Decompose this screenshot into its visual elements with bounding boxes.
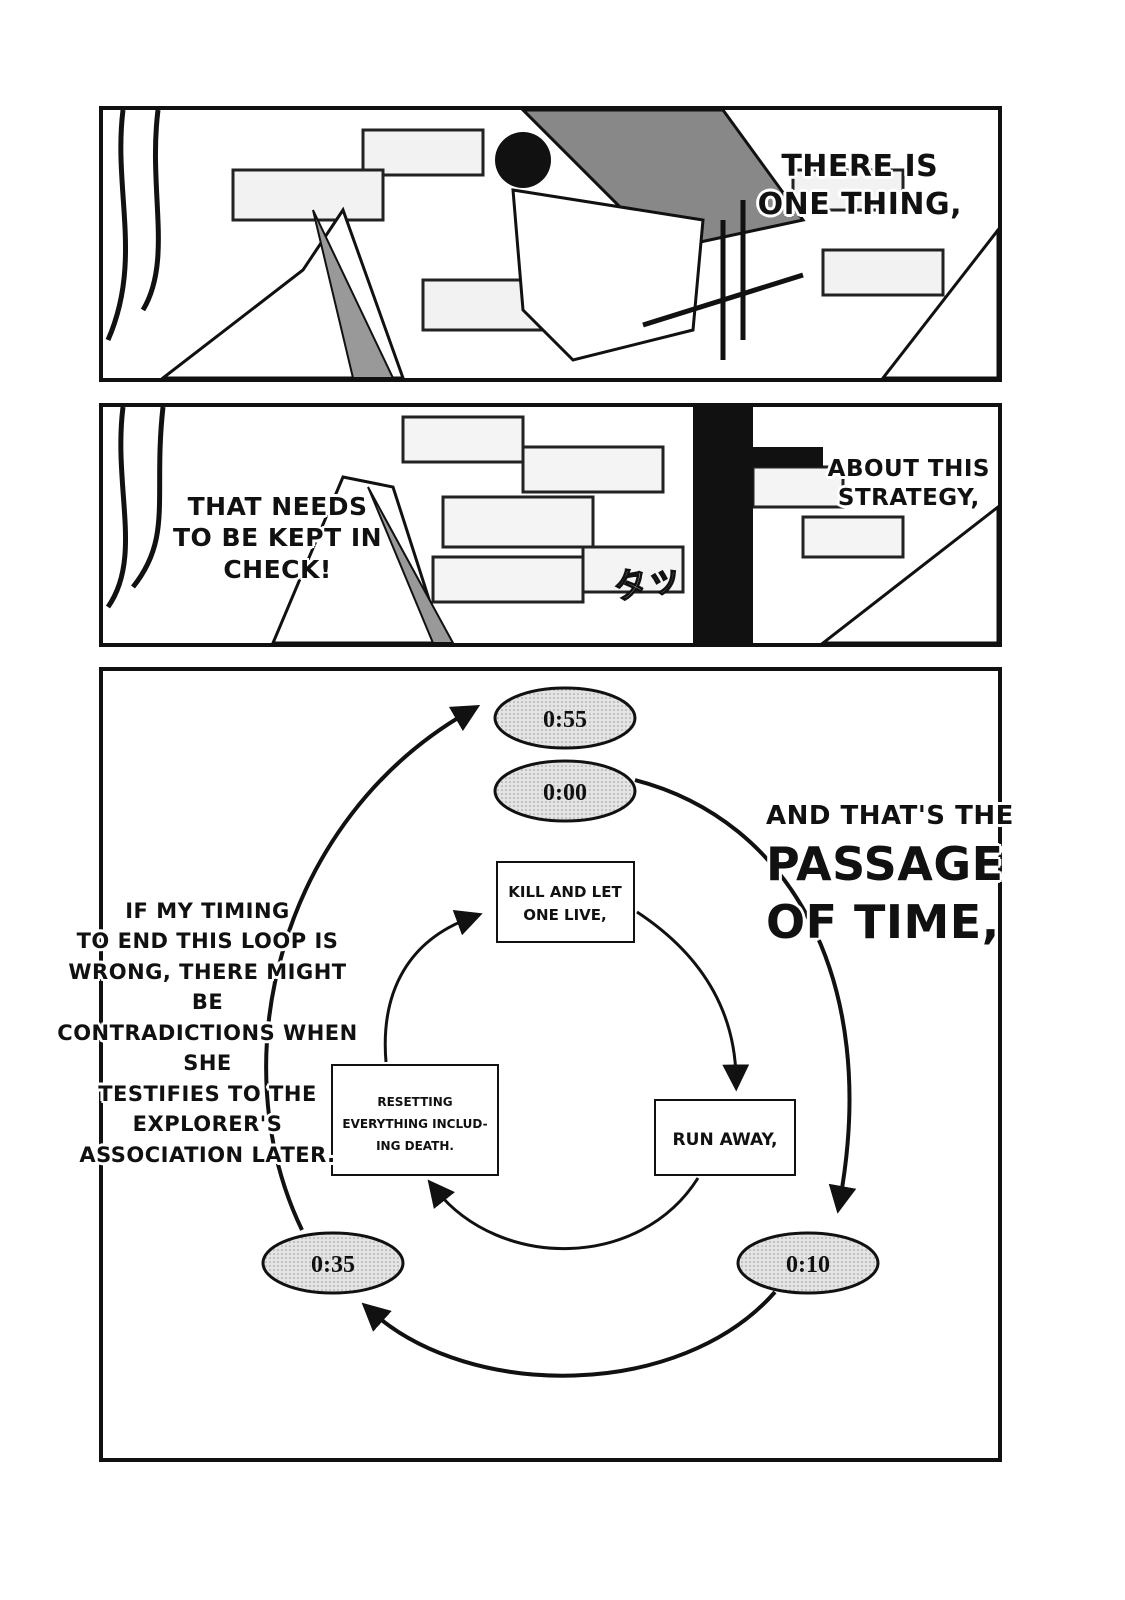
caption-kept-in-check: THAT NEEDS TO BE KEPT IN CHECK! [173, 491, 382, 585]
caption-line: ASSOCIATION LATER. [79, 1142, 336, 1167]
caption-line-large: OF TIME, [766, 894, 1000, 949]
caption-line: THERE IS [781, 149, 939, 184]
loop-diagram: 0:55 0:00 0:10 0:35 KILL AND LET ONE LIV… [261, 686, 880, 1378]
caption-timing-loop: IF MY TIMING TO END THIS LOOP IS WRONG, … [50, 896, 365, 1170]
ruined-wall-hero-illustration [105, 110, 998, 378]
step-box-kill [496, 861, 635, 943]
inner-arrow-run-to-reset [427, 1177, 700, 1251]
caption-line: WRONG, THERE MIGHT BE [68, 959, 347, 1015]
caption-line: CHECK! [223, 554, 332, 584]
caption-line: IF MY TIMING [125, 899, 290, 923]
caption-line: TESTIFIES TO THE EXPLORER'S [98, 1081, 317, 1137]
step-box-run [654, 1099, 796, 1176]
ruined-wall-illustration [105, 407, 998, 643]
step-kill-line: ONE LIVE, [523, 906, 606, 924]
caption-about-this-strategy: ABOUT THIS STRATEGY, [828, 455, 990, 513]
caption-line-large: PASSAGE [766, 836, 1004, 891]
panel-3-loop-diagram: 0:55 0:00 0:10 0:35 KILL AND LET ONE LIV… [99, 667, 1002, 1462]
caption-line: STRATEGY, [837, 484, 980, 511]
time-oval-035 [261, 1231, 405, 1295]
time-label-000: 0:00 [543, 780, 587, 806]
step-reset-line: RESETTING [377, 1095, 452, 1109]
caption-line: ONE THING, [757, 186, 962, 222]
outer-arrow-000-to-010 [634, 778, 857, 1214]
time-label-010: 0:10 [786, 1252, 830, 1278]
step-run: RUN AWAY, [673, 1130, 778, 1150]
inner-arrow-reset-to-kill [383, 909, 483, 1063]
caption-line: THAT NEEDS [187, 492, 368, 521]
time-label-035: 0:35 [311, 1252, 355, 1278]
outer-arrow-010-to-035 [361, 1290, 777, 1378]
step-box-reset [331, 1064, 499, 1176]
inner-arrow-kill-to-run [636, 910, 750, 1092]
panel-1: THERE IS ONE THING, [99, 106, 1002, 382]
caption-line: TO BE KEPT IN [173, 523, 383, 553]
step-reset-line: EVERYTHING INCLUD- [342, 1117, 487, 1131]
time-oval-000 [493, 759, 637, 823]
time-oval-055 [493, 686, 637, 750]
panel-2: THAT NEEDS TO BE KEPT IN CHECK! ABOUT TH… [99, 403, 1002, 647]
caption-line: AND THAT'S THE [766, 801, 1014, 831]
caption-passage-of-time: AND THAT'S THE PASSAGE OF TIME, [766, 800, 1014, 950]
outer-arrow-035-to-055 [264, 705, 481, 1231]
caption-there-is-one-thing: THERE IS ONE THING, [758, 148, 962, 223]
step-reset-line: ING DEATH. [376, 1139, 454, 1153]
caption-line: CONTRADICTIONS WHEN SHE [57, 1020, 358, 1076]
time-label-055: 0:55 [543, 707, 587, 733]
step-kill-line: KILL AND LET [508, 883, 622, 901]
caption-line: TO END THIS LOOP IS [76, 929, 339, 954]
caption-line: ABOUT THIS [827, 456, 990, 482]
time-oval-010 [736, 1231, 880, 1295]
